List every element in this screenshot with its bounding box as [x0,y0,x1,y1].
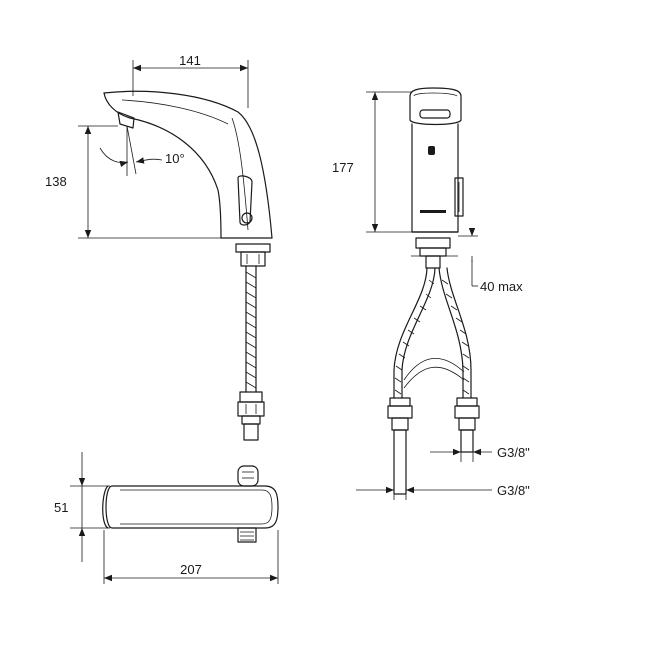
front-height-label: 177 [332,160,354,175]
thread-upper-label: G3/8" [497,445,530,460]
angle-label: 10° [165,151,185,166]
top-length-label: 207 [180,562,202,577]
top-height-label: 51 [54,500,68,515]
front-view: 40 max 177 G3/8" [332,87,530,500]
side-view: 141 138 10° [45,53,273,441]
thread-lower-label: G3/8" [497,483,530,498]
side-width-label: 141 [179,53,201,68]
side-height-label: 138 [45,174,67,189]
max-depth-label: 40 max [480,279,523,294]
top-view: 51 207 [54,452,279,584]
